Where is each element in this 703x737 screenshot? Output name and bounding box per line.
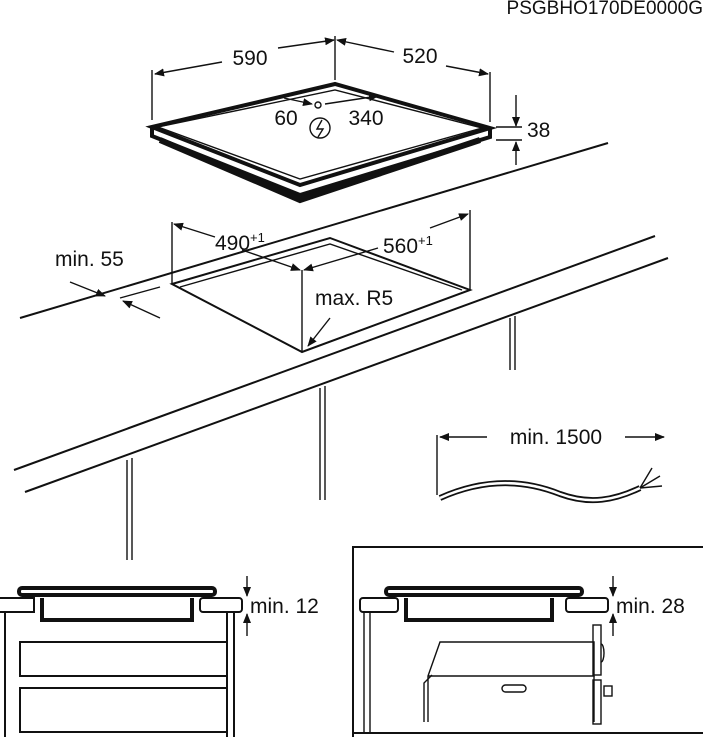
countertop-drawing [13, 142, 669, 560]
cable-drawing [436, 433, 665, 504]
hob-thickness-label: 38 [527, 119, 550, 142]
hob-drawing [145, 36, 522, 204]
corner-radius-label: max. R5 [315, 287, 393, 310]
edge-distance-label: min. 55 [55, 248, 124, 271]
connection-left-label: 60 [274, 107, 297, 130]
power-connection-icon [309, 117, 331, 139]
hob-width-label: 590 [232, 47, 267, 70]
drawer-clearance-label: min. 12 [250, 595, 319, 618]
cable-length-label: min. 1500 [510, 426, 602, 449]
document-code: PSGBHO170DE0000G [507, 0, 703, 19]
hob-top [145, 81, 498, 188]
cutout-depth-label: 560+1 [383, 233, 433, 258]
cutout-width-label: 490+1 [215, 230, 265, 255]
connection-right-label: 340 [348, 107, 383, 130]
drawer-installation [0, 576, 251, 737]
oven-clearance-label: min. 28 [616, 595, 685, 618]
hob-depth-label: 520 [402, 45, 437, 68]
oven-installation [352, 546, 703, 737]
